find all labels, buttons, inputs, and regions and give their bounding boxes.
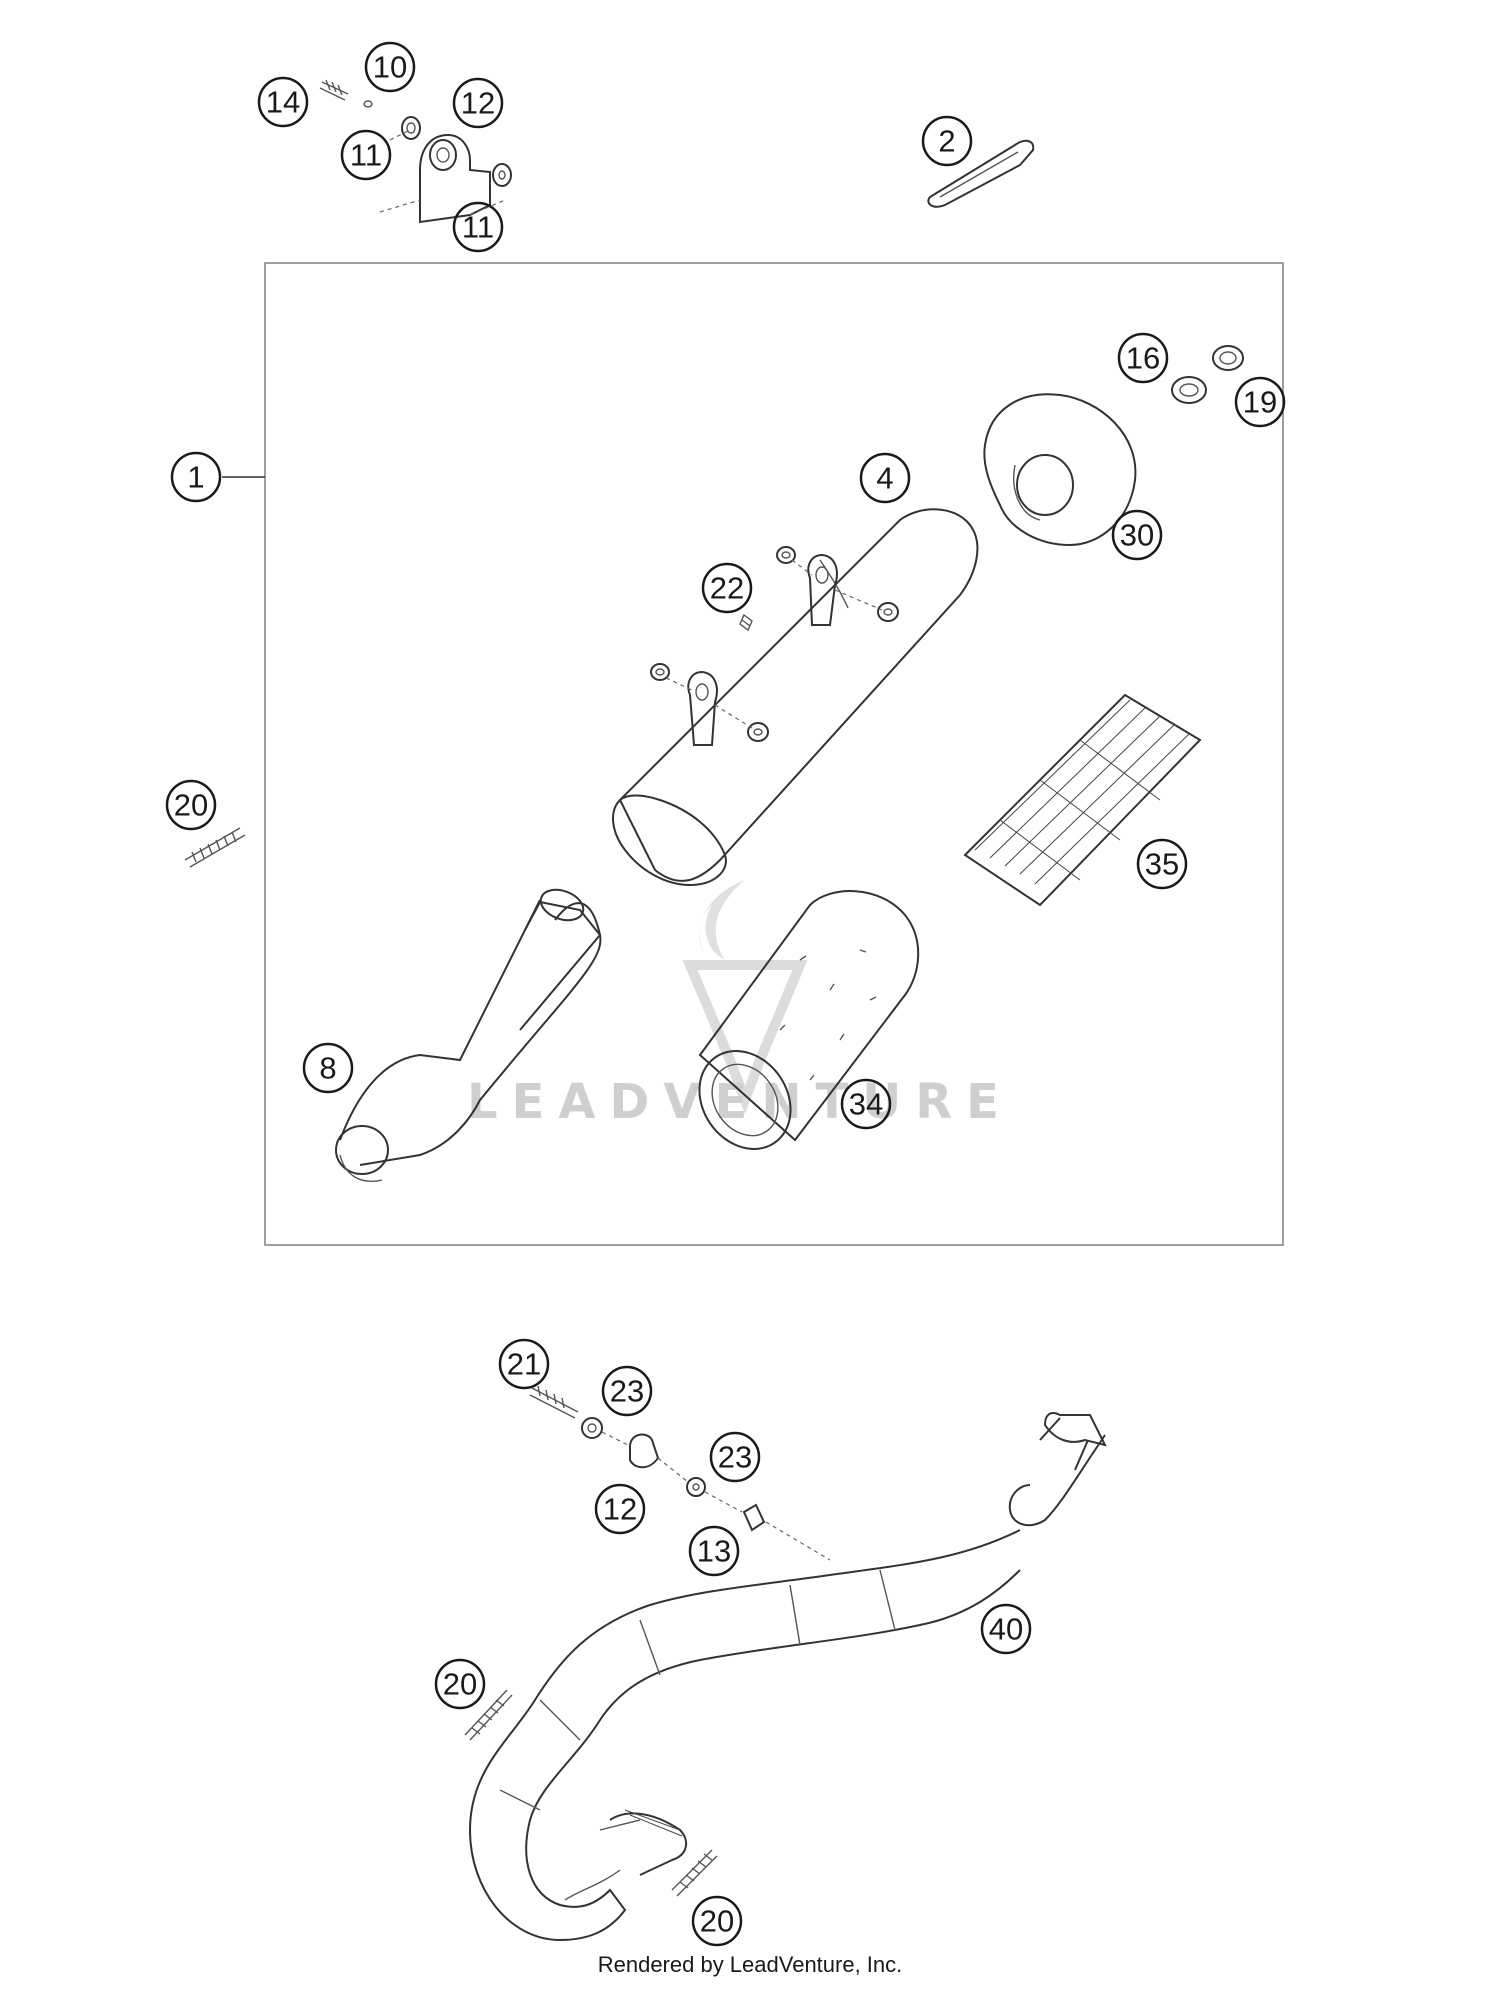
callout-13: 13 [688, 1525, 740, 1577]
silencer-body [612, 508, 979, 887]
callout-19: 19 [1234, 376, 1286, 428]
svg-text:12: 12 [603, 1492, 637, 1527]
render-credit: Rendered by LeadVenture, Inc. [597, 1952, 903, 1977]
svg-text:30: 30 [1120, 518, 1154, 553]
callout-20: 20 [434, 1658, 486, 1710]
callout-21: 21 [498, 1338, 550, 1390]
callout-12: 12 [594, 1483, 646, 1535]
svg-text:20: 20 [443, 1667, 477, 1702]
svg-text:20: 20 [700, 1904, 734, 1939]
callout-8: 8 [302, 1042, 354, 1094]
svg-text:34: 34 [849, 1087, 883, 1122]
header-pipe [468, 1385, 1107, 1942]
mid-pipe [335, 888, 602, 1182]
svg-text:LEADVENTURE: LEADVENTURE [467, 1074, 1013, 1130]
bracket-hardware [319, 79, 512, 224]
svg-text:13: 13 [697, 1534, 731, 1569]
svg-text:8: 8 [319, 1051, 336, 1086]
callout-11: 11 [452, 201, 504, 253]
svg-text:4: 4 [876, 461, 893, 496]
callout-34: 34 [840, 1078, 892, 1130]
svg-text:11: 11 [350, 138, 382, 173]
callout-12: 12 [452, 77, 504, 129]
callout-22: 22 [701, 562, 753, 614]
perforated-insert [698, 890, 920, 1150]
svg-text:23: 23 [610, 1374, 644, 1409]
end-cap [983, 345, 1244, 547]
svg-text:21: 21 [507, 1347, 541, 1382]
callout-11: 11 [340, 129, 392, 181]
callout-23: 23 [709, 1431, 761, 1483]
callout-20: 20 [691, 1895, 743, 1947]
callout-30: 30 [1111, 509, 1163, 561]
callout-14: 14 [257, 76, 309, 128]
callout-23: 23 [601, 1365, 653, 1417]
callout-2: 2 [921, 115, 973, 167]
callout-16: 16 [1117, 332, 1169, 384]
svg-text:19: 19 [1243, 385, 1277, 420]
svg-text:14: 14 [266, 85, 300, 120]
watermark: LEADVENTURE [467, 880, 1013, 1130]
svg-text:23: 23 [718, 1440, 752, 1475]
svg-text:12: 12 [461, 86, 495, 121]
svg-text:20: 20 [174, 788, 208, 823]
callout-20: 20 [165, 779, 217, 831]
heat-guard [927, 139, 1035, 208]
svg-text:1: 1 [187, 460, 204, 495]
svg-text:10: 10 [373, 50, 407, 85]
svg-text:40: 40 [989, 1612, 1023, 1647]
callout-40: 40 [980, 1603, 1032, 1655]
svg-text:16: 16 [1126, 341, 1160, 376]
svg-text:11: 11 [462, 210, 494, 245]
callout-35: 35 [1136, 838, 1188, 890]
svg-text:22: 22 [710, 571, 744, 606]
spring-header-bottom [671, 1849, 718, 1897]
packing-wool [963, 693, 1202, 907]
assembly-frame [264, 262, 1284, 1246]
spring-left [184, 827, 246, 868]
callout-10: 10 [364, 41, 416, 93]
callout-4: 4 [859, 452, 911, 504]
svg-text:35: 35 [1145, 847, 1179, 882]
spring-header-top [464, 1689, 513, 1741]
svg-text:2: 2 [938, 124, 955, 159]
callout-1: 1 [170, 451, 222, 503]
